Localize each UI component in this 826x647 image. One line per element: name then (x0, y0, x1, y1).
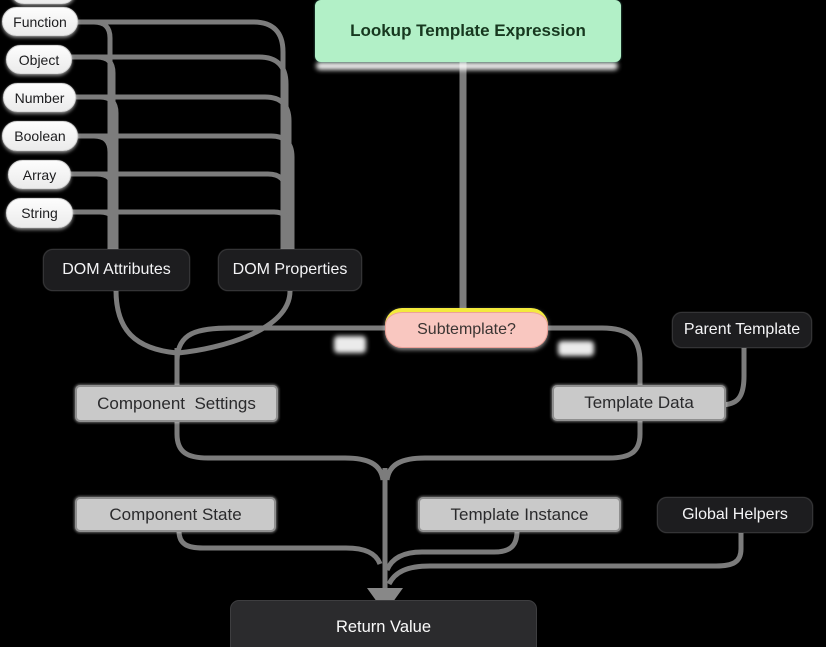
edge-state-trunk (176, 530, 383, 566)
edge-attr-merge (113, 289, 178, 356)
edge-object-prop (50, 54, 289, 251)
edge-function-prop (50, 19, 286, 251)
node-dom-attributes: DOM Attributes (43, 249, 190, 291)
shadow-under-subtemplate-right (558, 341, 594, 356)
shadow-under-start (316, 62, 618, 70)
node-global-helpers: Global Helpers (657, 497, 813, 533)
edge-prop-merge (177, 290, 293, 356)
type-pill-function: Function (2, 7, 78, 36)
edge-subtemplate-settings (174, 325, 395, 361)
node-label: Parent Template (683, 321, 801, 338)
type-pill-label: String (21, 205, 58, 221)
node-component-state: Component State (75, 497, 276, 532)
decision-node-subtemplate: Subtemplate? (385, 308, 548, 348)
edge-boolean-prop (50, 133, 295, 251)
edge-boolean-attr (50, 133, 113, 251)
node-label: Template Data (584, 393, 694, 412)
edge-subtemplate-data (542, 325, 643, 390)
edge-array-prop (50, 171, 289, 251)
type-pill-number: Number (3, 83, 76, 112)
edge-instance-trunk (384, 530, 520, 572)
start-node-label: Lookup Template Expression (350, 21, 586, 40)
decision-node-label: Subtemplate? (417, 321, 516, 338)
type-pill-boolean: Boolean (2, 121, 78, 151)
shadow-under-subtemplate-left (334, 336, 366, 353)
node-label: DOM Properties (232, 261, 348, 278)
end-node-return-value: Return Value (230, 600, 537, 647)
edge-helpers-trunk (386, 531, 744, 586)
node-template-instance: Template Instance (418, 497, 621, 532)
end-node-label: Return Value (335, 618, 432, 636)
start-node-lookup-template-expression: Lookup Template Expression (315, 0, 621, 62)
edge-settings-trunk (174, 420, 386, 481)
node-label: Template Instance (450, 504, 589, 524)
node-parent-template: Parent Template (672, 312, 812, 348)
type-pill-string: String (6, 198, 73, 228)
node-label: DOM Attributes (62, 261, 171, 278)
edge-string-prop (50, 209, 292, 251)
type-pill-object: Object (6, 45, 72, 74)
type-pill-label: Number (14, 89, 65, 106)
node-template-data: Template Data (552, 385, 726, 421)
edge-number-prop (50, 94, 292, 251)
node-label: Component State (109, 504, 242, 524)
node-label: Component Settings (97, 393, 256, 413)
node-component-settings: Component Settings (75, 385, 278, 422)
node-dom-properties: DOM Properties (218, 249, 362, 291)
type-pill-label: Function (13, 13, 67, 30)
node-label: Global Helpers (682, 506, 788, 523)
type-pill-array: Array (8, 160, 71, 189)
type-pill-label: Object (18, 51, 60, 68)
type-pill-label: Boolean (14, 128, 66, 144)
type-pill-label: Array (22, 166, 57, 183)
edge-data-trunk (384, 419, 643, 481)
